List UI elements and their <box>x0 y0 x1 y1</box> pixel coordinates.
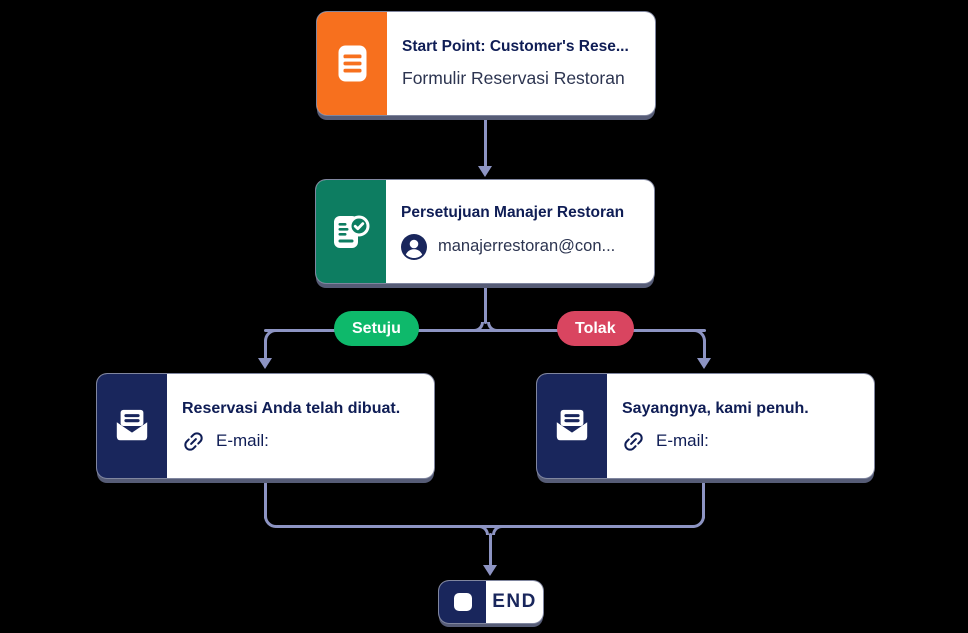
node-end[interactable]: END <box>439 581 543 623</box>
node-title: Persetujuan Manajer Restoran <box>401 203 625 221</box>
approver-email: manajerrestoran@con... <box>438 237 616 255</box>
connector-merge-fillet-left <box>479 525 489 535</box>
form-icon <box>338 45 366 82</box>
open-mail-icon <box>116 409 148 441</box>
connector-to-end <box>489 533 492 566</box>
channel-label: E-mail: <box>656 431 709 450</box>
node-title: Reservasi Anda telah dibuat. <box>182 399 401 417</box>
connector-branch-corner-right <box>694 329 706 341</box>
branch-label-approve[interactable]: Setuju <box>334 311 419 346</box>
open-mail-icon <box>556 409 588 441</box>
end-label: END <box>492 591 537 612</box>
link-icon <box>624 431 643 451</box>
connector-branch-horizontal <box>264 329 706 332</box>
node-content: Start Point: Customer's Rese... Formulir… <box>387 12 655 115</box>
email-node-accent <box>537 374 607 478</box>
node-content: Sayangnya, kami penuh. E-mail: <box>607 374 874 478</box>
connector-approved-email-down <box>264 482 267 519</box>
form-node-accent <box>317 12 387 115</box>
link-icon <box>184 431 203 451</box>
email-node-accent <box>97 374 167 478</box>
node-subtitle: Formulir Reservasi Restoran <box>402 68 625 88</box>
connector-start-to-approval <box>484 117 487 167</box>
connector-branch-right-drop <box>703 339 706 359</box>
node-email-denied[interactable]: Sayangnya, kami penuh. E-mail: <box>537 374 874 478</box>
arrowhead-icon <box>697 358 711 369</box>
node-title: Start Point: Customer's Rese... <box>402 38 629 55</box>
arrowhead-icon <box>258 358 272 369</box>
connector-branch-left-drop <box>264 339 267 359</box>
connector-approval-stem <box>484 287 487 324</box>
approval-icon <box>334 215 370 248</box>
node-approval[interactable]: Persetujuan Manajer Restoran manajerrest… <box>316 180 654 283</box>
node-content: Persetujuan Manajer Restoran manajerrest… <box>386 180 654 283</box>
arrowhead-icon <box>478 166 492 177</box>
node-start-point[interactable]: Start Point: Customer's Rese... Formulir… <box>317 12 655 115</box>
channel-label: E-mail: <box>216 431 269 450</box>
node-title: Sayangnya, kami penuh. <box>622 399 809 417</box>
arrowhead-icon <box>483 565 497 576</box>
connector-branch-corner-left <box>264 329 276 341</box>
branch-label-deny[interactable]: Tolak <box>557 311 634 346</box>
connector-merge-fillet-right <box>492 525 502 535</box>
approval-node-accent <box>316 180 386 283</box>
connector-denied-email-down <box>702 482 705 519</box>
stop-icon <box>453 593 472 611</box>
end-node-accent <box>439 581 486 623</box>
node-content: Reservasi Anda telah dibuat. E-mail: <box>167 374 434 478</box>
avatar-icon <box>401 233 427 260</box>
node-email-approved[interactable]: Reservasi Anda telah dibuat. E-mail: <box>97 374 434 478</box>
connector-merge-corner-left <box>264 516 276 528</box>
